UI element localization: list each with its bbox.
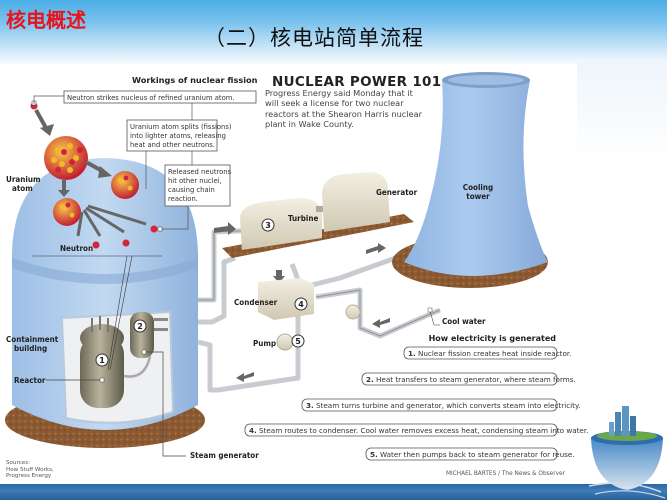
globe-city-icon [588,406,666,499]
containment-dome [11,158,199,276]
fission-title: Workings of nuclear fission [132,75,258,85]
return-pump [345,304,361,320]
step-3: 3. Steam turns turbine and generator, wh… [301,398,580,412]
nuclear-power-101-body: Progress Energy said Monday that it will… [265,88,422,130]
svg-text:2: 2 [137,322,143,331]
right-decor-strip [577,62,667,392]
fission-callout-3 [164,164,231,207]
source-item: Progress Energy [6,473,52,480]
fission-callout-3-line: causing chain [168,186,215,194]
fission-callout-3-line: reaction. [168,195,198,203]
fission-callout-3-line: hit other nuclei, [168,177,222,185]
fission-callout-2-line: heat and other neutrons. [130,141,215,149]
condenser-label: Condenser [234,298,278,307]
marker-2: 2 [133,319,147,333]
step-5: 5. Water then pumps back to steam genera… [365,447,575,461]
marker-5: 5 [291,334,305,348]
marker-3: 3 [261,218,275,232]
pump-label: Pump [253,339,276,348]
marker-4: 4 [294,297,308,311]
uranium-atom-label-2: atom [12,184,33,193]
svg-text:4: 4 [298,300,304,309]
section-title: 核电概述 [6,8,86,32]
turbine-label: Turbine [288,214,318,223]
sources: Sources: How Stuff Works, Progress Energ… [6,460,54,480]
svg-text:Nuclear fission creates heat i: Nuclear fission creates heat inside reac… [418,349,571,358]
cooling-tower-label-2: tower [466,192,490,201]
step-1: 1. Nuclear fission creates heat inside r… [403,346,571,360]
fission-callout-2-line: into lighter atoms, releasing [130,132,226,140]
fission-callout-2-line: Uranium atom splits (fissions) [130,123,232,131]
cooling-tower-label: Cooling [463,183,493,192]
steps-title: How electricity is generated [429,334,557,343]
reactor-label: Reactor [14,376,46,385]
containment-label: Containment [6,335,59,344]
svg-text:Steam turns turbine and genera: Steam turns turbine and generator, which… [316,401,580,410]
cooling-tower [404,76,548,276]
svg-text:2.: 2. [366,375,374,384]
pump [276,333,294,351]
neutron-label: Neutron [60,244,93,253]
generator [322,172,390,232]
credit-line: MICHAEL BARTES / The News & Observer [446,471,565,477]
slide-title: （二）核电站简单流程 [204,26,424,50]
svg-text:3: 3 [265,221,271,230]
uranium-atom-icon [44,136,88,180]
fission-fragment-icon [111,171,139,199]
footer-band [0,484,667,500]
svg-text:4.: 4. [249,426,257,435]
nuclear-power-101-title: NUCLEAR POWER 101 [272,74,442,90]
fission-fragment-icon [53,198,81,226]
svg-text:Heat transfers to steam genera: Heat transfers to steam generator, where… [376,375,576,384]
sources-label: Sources: [6,460,31,466]
svg-text:5: 5 [295,337,301,346]
fission-callout-1-text: Neutron strikes nucleus of refined urani… [67,94,235,102]
generator-label: Generator [376,188,418,197]
svg-text:Steam routes to condenser. Coo: Steam routes to condenser. Cool water re… [259,426,588,435]
flow-arrow-icon [214,222,390,382]
uranium-atom-label: Uranium [6,175,40,184]
fission-arrows [34,109,147,237]
fission-callout-1 [63,90,257,104]
svg-text:3.: 3. [306,401,314,410]
turbine [240,198,322,250]
slide-header: 核电概述 （二）核电站简单流程 [0,0,667,66]
step-2: 2. Heat transfers to steam generator, wh… [361,372,576,386]
cool-water-label: Cool water [442,317,486,326]
marker-1: 1 [95,353,109,367]
source-item: How Stuff Works, [6,466,54,473]
fission-callout-3-line: Released neutrons [168,168,232,176]
svg-text:Water then pumps back to steam: Water then pumps back to steam generator… [380,450,575,459]
svg-text:1: 1 [99,356,105,365]
svg-text:5.: 5. [370,450,378,459]
svg-text:1.: 1. [408,349,416,358]
containment-label-2: building [14,344,47,353]
fission-callout-2 [126,119,218,152]
steam-generator-label: Steam generator [190,451,259,460]
step-4: 4. Steam routes to condenser. Cool water… [244,423,588,437]
